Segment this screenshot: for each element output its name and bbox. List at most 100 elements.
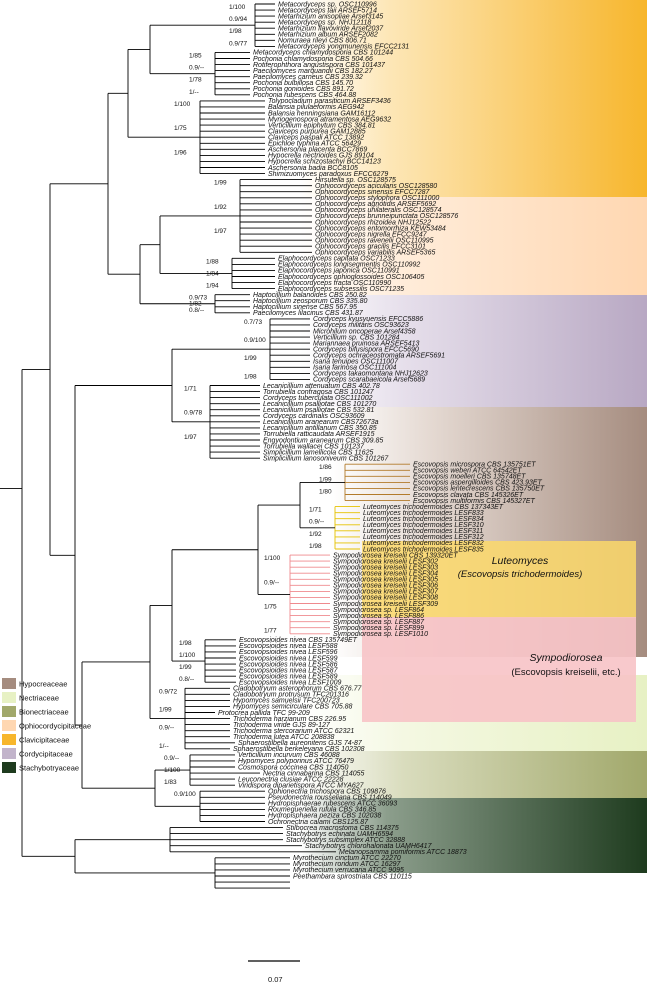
taxon-rest: badia BCC8105 bbox=[308, 165, 358, 172]
taxon-label: Myrothecium roridum ATCC 16297 bbox=[293, 861, 401, 868]
taxon-rest: verrucaria ATCC 9095 bbox=[335, 867, 404, 874]
taxon-rest: nivea LESF596 bbox=[290, 649, 338, 656]
taxon-label: Torrubiella confragosa CBS 101247 bbox=[263, 389, 375, 396]
taxon-rest: rhizoidea NHJ12522 bbox=[368, 219, 432, 226]
taxon-genus: Myriogenospora bbox=[268, 116, 320, 123]
taxon-genus: Lecanicillium bbox=[263, 383, 305, 390]
taxon-rest: pruinosa ARSEF5413 bbox=[351, 340, 420, 347]
sympodiorosea-title: Sympodiorosea bbox=[530, 652, 603, 664]
taxon-rest: purpurea GAM12885 bbox=[299, 128, 365, 135]
taxon-genus: Metarhizium bbox=[278, 26, 318, 33]
taxon-genus: Isaria bbox=[313, 365, 332, 372]
taxon-label: Metarhizium flavoviride Arsef2037 bbox=[278, 26, 384, 33]
taxon-genus: Luteomyces bbox=[363, 510, 403, 517]
taxon-rest: confragosa CBS 101247 bbox=[297, 389, 374, 396]
taxon-label: Trichoderma viride GJS 89-127 bbox=[233, 722, 331, 729]
taxon-rest: kyusyuensis EFCC5886 bbox=[348, 316, 423, 323]
taxon-rest: rubescens CBS 464.88 bbox=[284, 92, 356, 99]
taxon-genus: Metacordyceps bbox=[278, 7, 327, 14]
support-value: 1/99 bbox=[244, 355, 257, 362]
taxon-genus: Hypocrella bbox=[268, 153, 303, 160]
scale-bar-label: 0.07 bbox=[268, 975, 283, 984]
taxon-label: Isaria tenuipes OSC111007 bbox=[313, 359, 399, 366]
taxon-label: Luteomyces trichodermoides LESF835 bbox=[363, 546, 484, 553]
taxon-label: Paecilomyces carneus CBS 239.32 bbox=[253, 74, 363, 81]
taxon-label: Hypomyces semicirculare CBS 705.88 bbox=[233, 704, 353, 711]
taxon-rest: sp. NHJ12118 bbox=[327, 19, 371, 26]
taxon-genus: Sympodiorosea bbox=[333, 564, 384, 571]
taxon-rest: bifusispora EFCC5690 bbox=[348, 346, 419, 353]
support-value: 1/98 bbox=[244, 373, 257, 380]
taxon-genus: Luteomyces bbox=[363, 528, 403, 535]
taxon-label: Ophiocordyceps rhizoidea NHJ12522 bbox=[315, 219, 431, 226]
taxon-rest: sp. LESF887 bbox=[384, 619, 426, 626]
taxon-rest: peziza CBS 102038 bbox=[318, 813, 381, 820]
taxon-label: Ophiocordyceps sinensis EFCC7287 bbox=[315, 189, 431, 196]
support-value: 0.9/-- bbox=[164, 755, 179, 762]
taxon-genus: Metacordyceps bbox=[253, 50, 302, 57]
taxon-label: Escovopsioides nivea CBS 135749ET bbox=[239, 637, 358, 644]
taxon-rest: sp. LESF864 bbox=[384, 607, 425, 614]
support-value: 1/99 bbox=[159, 706, 172, 713]
taxon-genus: Ophiocordyceps bbox=[315, 213, 368, 220]
legend-label: Clavicipitaceae bbox=[19, 736, 69, 745]
taxon-rest: pallida TFC 99-209 bbox=[249, 710, 310, 717]
taxon-genus: Escovopsioides bbox=[239, 643, 290, 650]
taxon-genus: Verticillium bbox=[238, 752, 274, 759]
taxon-rest: unilateralis OSC128574 bbox=[368, 207, 442, 214]
taxon-rest: kreiselii LESF306 bbox=[384, 583, 439, 590]
taxon-genus: Escovopsis bbox=[413, 462, 450, 469]
taxon-label: Metarhizium album ARSEF2082 bbox=[278, 32, 378, 39]
taxon-genus: Haptocillium bbox=[253, 304, 293, 311]
support-value: 1/100 bbox=[174, 101, 191, 108]
taxon-rest: gonioides CBS 891.72 bbox=[284, 86, 354, 93]
taxon-rest: kreiselii LESF303 bbox=[384, 564, 439, 571]
taxon-genus: Claviceps bbox=[268, 128, 300, 135]
taxon-genus: Metacordyceps bbox=[278, 44, 327, 51]
taxon-label: Roumegueriella rufula CBS 346.85 bbox=[268, 807, 376, 814]
taxon-genus: Lecanicillium bbox=[263, 425, 305, 432]
taxon-rest: angustispora CBS 101437 bbox=[303, 62, 386, 69]
support-value: 0.9/100 bbox=[174, 791, 196, 798]
support-value: 0.9/-- bbox=[159, 725, 174, 732]
taxon-genus: Simplicillium bbox=[263, 455, 303, 462]
taxon-genus: Escovopsioides bbox=[239, 680, 290, 687]
taxon-label: Sympodiorosea kreiselii LESF308 bbox=[333, 595, 438, 602]
taxon-genus: Elaphocordyceps bbox=[278, 268, 334, 275]
taxon-genus: Nectria bbox=[263, 770, 287, 777]
taxon-genus: Cordyceps bbox=[313, 346, 348, 353]
taxon-label: Leuconectria clusiae ATCC 22228 bbox=[238, 776, 344, 783]
taxon-genus: Isaria bbox=[313, 359, 332, 366]
taxon-genus: Cordyceps bbox=[313, 322, 348, 329]
taxon-genus: Sympodiorosea bbox=[333, 619, 384, 626]
luteomyces-title: Luteomyces bbox=[492, 555, 549, 567]
taxon-label: Lecanicillium aranearum CBS72673a bbox=[263, 419, 379, 426]
taxon-labels: Metacordyceps sp. OSC110996Metacordyceps… bbox=[218, 1, 545, 880]
taxon-rest: aranearum CBS 309.85 bbox=[310, 437, 384, 444]
taxon-label: Balansia henningsiana GAM16112 bbox=[268, 110, 375, 117]
support-value: 0.7/73 bbox=[244, 319, 262, 326]
taxon-label: Pochonia chlamydosporia CBS 504.66 bbox=[253, 56, 373, 63]
taxon-label: Escovopsioides nivea LESF588 bbox=[239, 643, 338, 650]
taxon-label: Lecanicillium psalliotae CBS 532.81 bbox=[263, 407, 374, 414]
taxon-label: Ophiocordyceps nigrella EFCC9247 bbox=[315, 231, 428, 238]
taxon-label: Escovopsioides nivea LESF599 bbox=[239, 655, 338, 662]
taxon-genus: Escovopsis bbox=[413, 480, 450, 487]
support-value: 1/75 bbox=[264, 604, 277, 611]
taxon-label: Trichoderma harzianum CBS 226.95 bbox=[233, 716, 346, 723]
family-legend: HypocreaceaeNectriaceaeBionectriaceaeOph… bbox=[2, 678, 91, 773]
support-value: 1/82 bbox=[189, 301, 202, 308]
taxon-rest: flavoviride Arsef2037 bbox=[318, 26, 384, 33]
legend-label: Stachybotryaceae bbox=[19, 764, 79, 773]
taxon-label: Escovopsis microspora CBS 135751ET bbox=[413, 462, 536, 469]
taxon-rest: asterophorum CBS 676.77 bbox=[279, 686, 363, 693]
taxon-rest: taii ARSEF5714 bbox=[327, 7, 377, 14]
band-stachybotryaceae bbox=[300, 798, 647, 873]
taxon-genus: Simplicillium bbox=[263, 449, 303, 456]
taxon-genus: Hydropisphaerae bbox=[268, 801, 323, 808]
taxon-genus: Stachybotrys bbox=[286, 831, 328, 838]
taxon-genus: Cosmospora bbox=[238, 764, 280, 771]
taxon-rest: capitata OSC71233 bbox=[334, 256, 395, 263]
taxon-rest: chlorohalonata UAMH6417 bbox=[347, 843, 432, 850]
taxon-rest: sp. OSC128575 bbox=[346, 177, 396, 184]
